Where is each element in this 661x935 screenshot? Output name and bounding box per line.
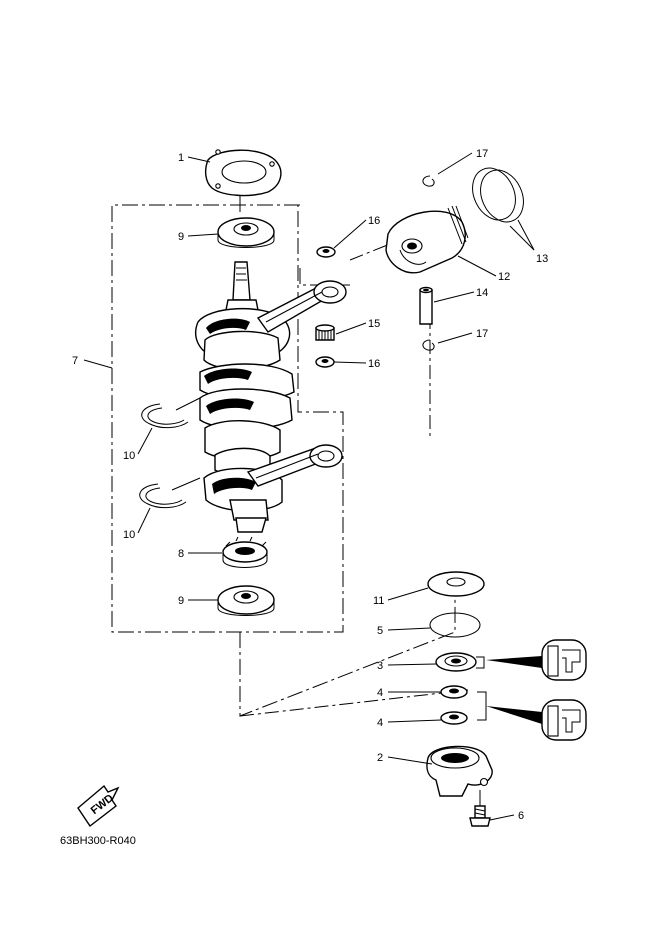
part-6-bolt: [469, 805, 491, 827]
leader-lines: [83, 152, 515, 821]
callout-15: 15: [368, 318, 380, 330]
upper-connecting-rod: [256, 280, 347, 333]
part-10-lower-circlip: [139, 477, 201, 509]
part-17-lower-clip: [422, 339, 435, 351]
part-4-lower-oil-seal: [440, 691, 487, 725]
callout-11: 11: [373, 595, 384, 607]
part-15-needle-bearing: [315, 324, 335, 341]
part-10-upper-circlip: [141, 397, 201, 429]
callout-10-upper: 10: [123, 450, 135, 462]
callout-3: 3: [377, 660, 383, 672]
seal-detail-inset-lower: [486, 699, 587, 741]
part-12-piston: [385, 205, 469, 274]
callout-8: 8: [178, 548, 184, 560]
callout-12: 12: [498, 271, 510, 283]
callout-14: 14: [476, 287, 488, 299]
part-16-upper-washer: [316, 246, 336, 258]
part-8-gear: [222, 536, 268, 568]
callout-13: 13: [536, 253, 548, 265]
part-14-piston-pin: [419, 286, 433, 325]
callout-6: 6: [518, 810, 524, 822]
lower-connecting-rod: [246, 444, 343, 487]
callout-7: 7: [72, 355, 78, 367]
callout-16-upper: 16: [368, 215, 380, 227]
part-5-o-ring: [429, 612, 481, 638]
callout-4-upper: 4: [377, 687, 383, 699]
part-17-upper-clip: [422, 175, 435, 187]
drawing-code: 63BH300-R040: [60, 835, 136, 847]
part-9-lower-bearing: [217, 585, 275, 616]
part-1-cover-plate: [204, 149, 282, 212]
callout-9-lower: 9: [178, 595, 184, 607]
callout-9-upper: 9: [178, 231, 184, 243]
callout-5: 5: [377, 625, 383, 637]
seal-detail-inset-upper: [486, 639, 587, 681]
part-4-upper-oil-seal: [440, 685, 468, 699]
callout-labels: 1 9 7 10 10 8 9 16 15 16 17 17 13 12 14 …: [72, 148, 548, 822]
part-9-upper-bearing: [217, 217, 275, 248]
part-11-thrust-washer: [427, 571, 485, 597]
part-2-bearing-housing: [426, 745, 493, 806]
part-16-lower-washer: [315, 356, 335, 368]
callout-17-lower: 17: [476, 328, 488, 340]
callout-2: 2: [377, 752, 383, 764]
callout-1: 1: [178, 152, 184, 164]
callout-4-lower: 4: [377, 717, 383, 729]
crankshaft: [194, 261, 295, 533]
part-3-oil-seal: [435, 652, 485, 672]
callout-10-lower: 10: [123, 529, 135, 541]
callout-17-upper: 17: [476, 148, 488, 160]
callout-16-lower: 16: [368, 358, 380, 370]
part-13-piston-rings: [472, 167, 535, 251]
forward-direction-arrow: FWD: [77, 784, 120, 828]
